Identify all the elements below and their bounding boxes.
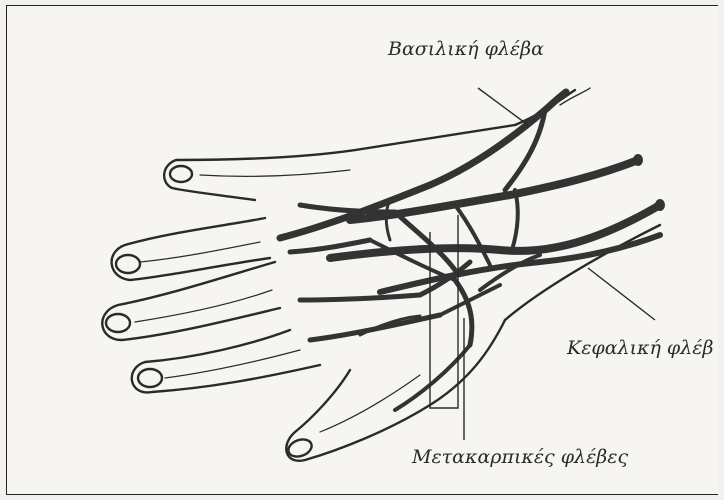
- fingernail-index: [170, 166, 192, 182]
- leader-basilic: [478, 88, 528, 125]
- metacarpal-veins-label: Μετακαρπικές φλέβες: [412, 446, 628, 468]
- leader-cephalic: [588, 268, 655, 320]
- metacarpal-vein-2: [290, 240, 370, 252]
- cephalic-vein-label: Κεφαλική φλέβ: [567, 337, 713, 359]
- hand-outline: [102, 88, 660, 461]
- fingernail-middle: [116, 255, 140, 273]
- basilic-vein-label: Βασιλική φλέβα: [388, 38, 544, 60]
- metacarpal-vein-3: [300, 295, 420, 300]
- fingernail-ring: [106, 314, 130, 332]
- fingernail-thumb: [286, 436, 314, 459]
- vein-network: [280, 92, 665, 410]
- fingernail-little: [138, 369, 162, 387]
- finger-index: [164, 125, 515, 200]
